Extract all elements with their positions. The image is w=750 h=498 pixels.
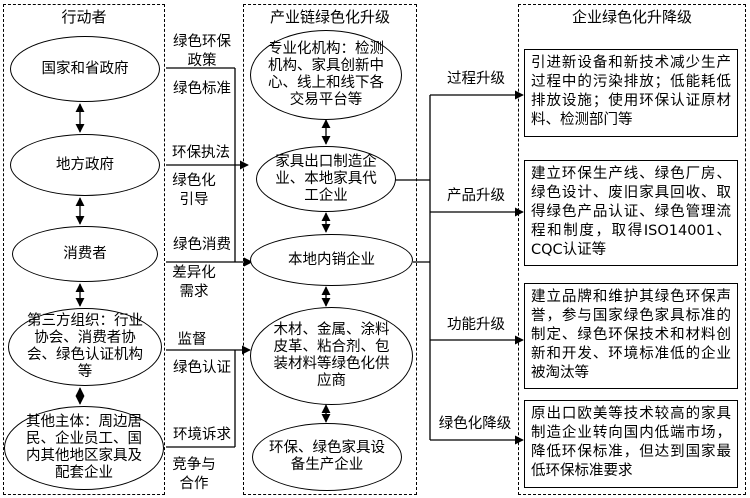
- label-green-guidance: 绿色化引导: [172, 173, 216, 208]
- label-function-upgrade: 功能升级: [447, 317, 505, 333]
- label-green-downgrade: 绿色化降级: [438, 416, 512, 432]
- label-process-upgrade: 过程升级: [447, 71, 505, 87]
- enterprise-column: [518, 4, 746, 495]
- chain-column: [243, 4, 417, 495]
- actor-national-provincial-government: 国家和省政府: [10, 36, 160, 102]
- label-supervision: 监督: [177, 332, 207, 348]
- actors-column-title: 行动者: [61, 8, 107, 26]
- chain-domestic-enterprises: 本地内销企业: [250, 234, 413, 286]
- chain-equipment-producers: 环保、绿色家具设备生产企业: [252, 423, 402, 491]
- label-green-consumption: 绿色消费: [173, 237, 231, 253]
- label-competition-cooperation: 竞争与合作: [172, 457, 216, 492]
- chain-column-title: 产业链绿色化升级: [269, 8, 390, 26]
- label-product-upgrade: 产品升级: [447, 188, 505, 204]
- chain-professional-institutions: 专业化机构：检测机构、家具创新中心、线上和线下各交易平台等: [250, 30, 402, 120]
- chain-export-manufacturers: 家具出口制造企业、本地家具代工企业: [256, 146, 396, 212]
- actor-consumer: 消费者: [12, 226, 158, 282]
- detail-product-upgrade: 建立环保生产线、绿色厂房、绿色设计、废旧家具回收、取得绿色产品认证、绿色管理流程…: [524, 160, 738, 266]
- actor-third-party: 第三方组织：行业协会、消费者协会、绿色认证机构等: [8, 308, 162, 386]
- enterprise-column-title: 企业绿色化升降级: [571, 8, 692, 26]
- actor-other: 其他主体：周边居民、企业员工、国内其他地区家具及配套企业: [4, 406, 164, 490]
- label-green-certification: 绿色认证: [173, 360, 231, 376]
- actors-column: [3, 4, 165, 495]
- label-green-standard: 绿色标准: [173, 81, 231, 97]
- label-environmental-appeal: 环境诉求: [173, 427, 231, 443]
- label-green-policy: 绿色环保政策: [173, 34, 231, 69]
- label-enforcement: 环保执法: [172, 145, 230, 161]
- detail-function-upgrade: 建立品牌和维护其绿色环保声誉，参与国家绿色家具标准的制定、绿色环保技术和材料创新…: [524, 283, 738, 389]
- chain-green-suppliers: 木材、金属、涂料皮革、粘合剂、包装材料等绿色化供应商: [250, 307, 413, 405]
- actor-local-government: 地方政府: [10, 134, 160, 196]
- label-differentiated-demand: 差异化需求: [172, 265, 216, 300]
- detail-green-downgrade: 原出口欧美等技术较高的家具制造企业转向国内低端市场，降低环保标准，但达到国家最低…: [524, 400, 738, 488]
- detail-process-upgrade: 引进新设备和新技术减少生产过程中的污染排放；低能耗低排放设施；使用环保认证原材料…: [524, 49, 738, 137]
